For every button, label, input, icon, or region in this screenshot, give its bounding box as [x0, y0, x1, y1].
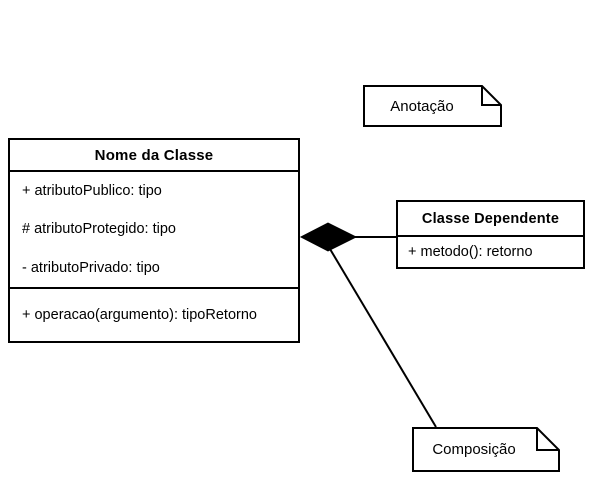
class-box-dependent[interactable]: Classe Dependente + metodo(): retorno [396, 200, 585, 269]
note-label: Composição [432, 441, 516, 458]
note-label: Anotação [390, 97, 454, 115]
class-name-main: Nome da Classe [94, 146, 214, 164]
operation-row: + operacao(argumento): tipoRetorno [22, 307, 257, 323]
operations-compartment: + operacao(argumento): tipoRetorno [10, 287, 298, 341]
note-anotacao[interactable]: Anotação [363, 85, 502, 127]
operation-row: + metodo(): retorno [408, 244, 533, 260]
attribute-row: + atributoPublico: tipo [22, 183, 162, 200]
class-box-main[interactable]: Nome da Classe + atributoPublico: tipo #… [8, 138, 300, 343]
composition-diamond-icon [299, 222, 358, 252]
attributes-compartment: + atributoPublico: tipo # atributoProteg… [10, 170, 298, 287]
attribute-row: - atributoPrivado: tipo [22, 259, 160, 276]
note-anchor-line-composicao [329, 248, 437, 428]
class-name-dependent: Classe Dependente [421, 210, 560, 227]
note-shape-icon [412, 427, 560, 472]
attribute-row: # atributoProtegido: tipo [22, 221, 176, 238]
note-composicao[interactable]: Composição [412, 427, 560, 472]
note-shape-icon [363, 85, 502, 127]
operations-compartment-dependent: + metodo(): retorno [398, 235, 583, 267]
